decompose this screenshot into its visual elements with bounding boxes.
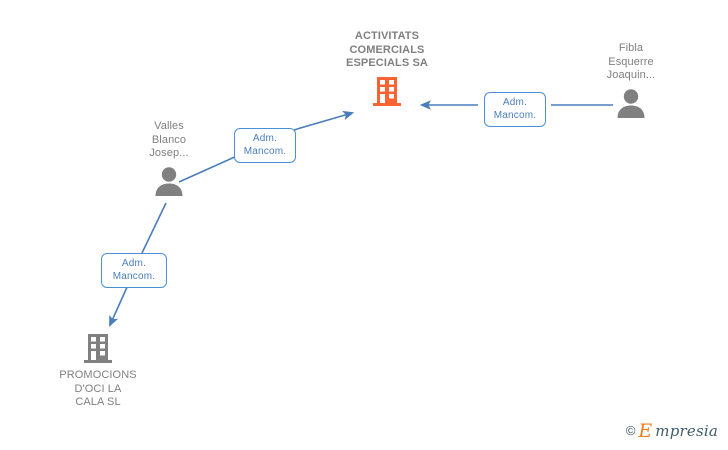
node-fibla-esquerre-joaquin[interactable]: Fibla Esquerre Joaquin... bbox=[571, 42, 691, 120]
edge-label-fibla-to-main[interactable]: Adm. Mancom. bbox=[484, 92, 546, 127]
node-label-person-valles: Valles Blanco Josep... bbox=[149, 120, 189, 159]
brand-name: mpresia bbox=[655, 421, 718, 440]
node-label-person-fibla: Fibla Esquerre Joaquin... bbox=[606, 42, 656, 81]
building-icon bbox=[370, 74, 404, 108]
node-activitats-comercials-especials-sa[interactable]: ACTIVITATS COMERCIALS ESPECIALS SA bbox=[327, 30, 447, 108]
node-label-company-promocions: PROMOCIONS D'OCI LA CALA SL bbox=[59, 369, 137, 408]
edge-label-valles-to-main[interactable]: Adm. Mancom. bbox=[234, 128, 296, 163]
copyright-symbol: © bbox=[625, 423, 636, 438]
brand-initial: E bbox=[638, 420, 653, 442]
node-valles-blanco-josep[interactable]: Valles Blanco Josep... bbox=[109, 120, 229, 198]
node-label-main-company: ACTIVITATS COMERCIALS ESPECIALS SA bbox=[346, 30, 428, 69]
person-icon bbox=[152, 164, 186, 198]
person-icon bbox=[614, 86, 648, 120]
edge-label-valles-to-promocions[interactable]: Adm. Mancom. bbox=[101, 253, 167, 288]
building-icon bbox=[81, 331, 115, 365]
empresia-watermark: © E mpresia bbox=[625, 420, 718, 442]
node-promocions-doci-la-cala-sl[interactable]: PROMOCIONS D'OCI LA CALA SL bbox=[38, 331, 158, 410]
